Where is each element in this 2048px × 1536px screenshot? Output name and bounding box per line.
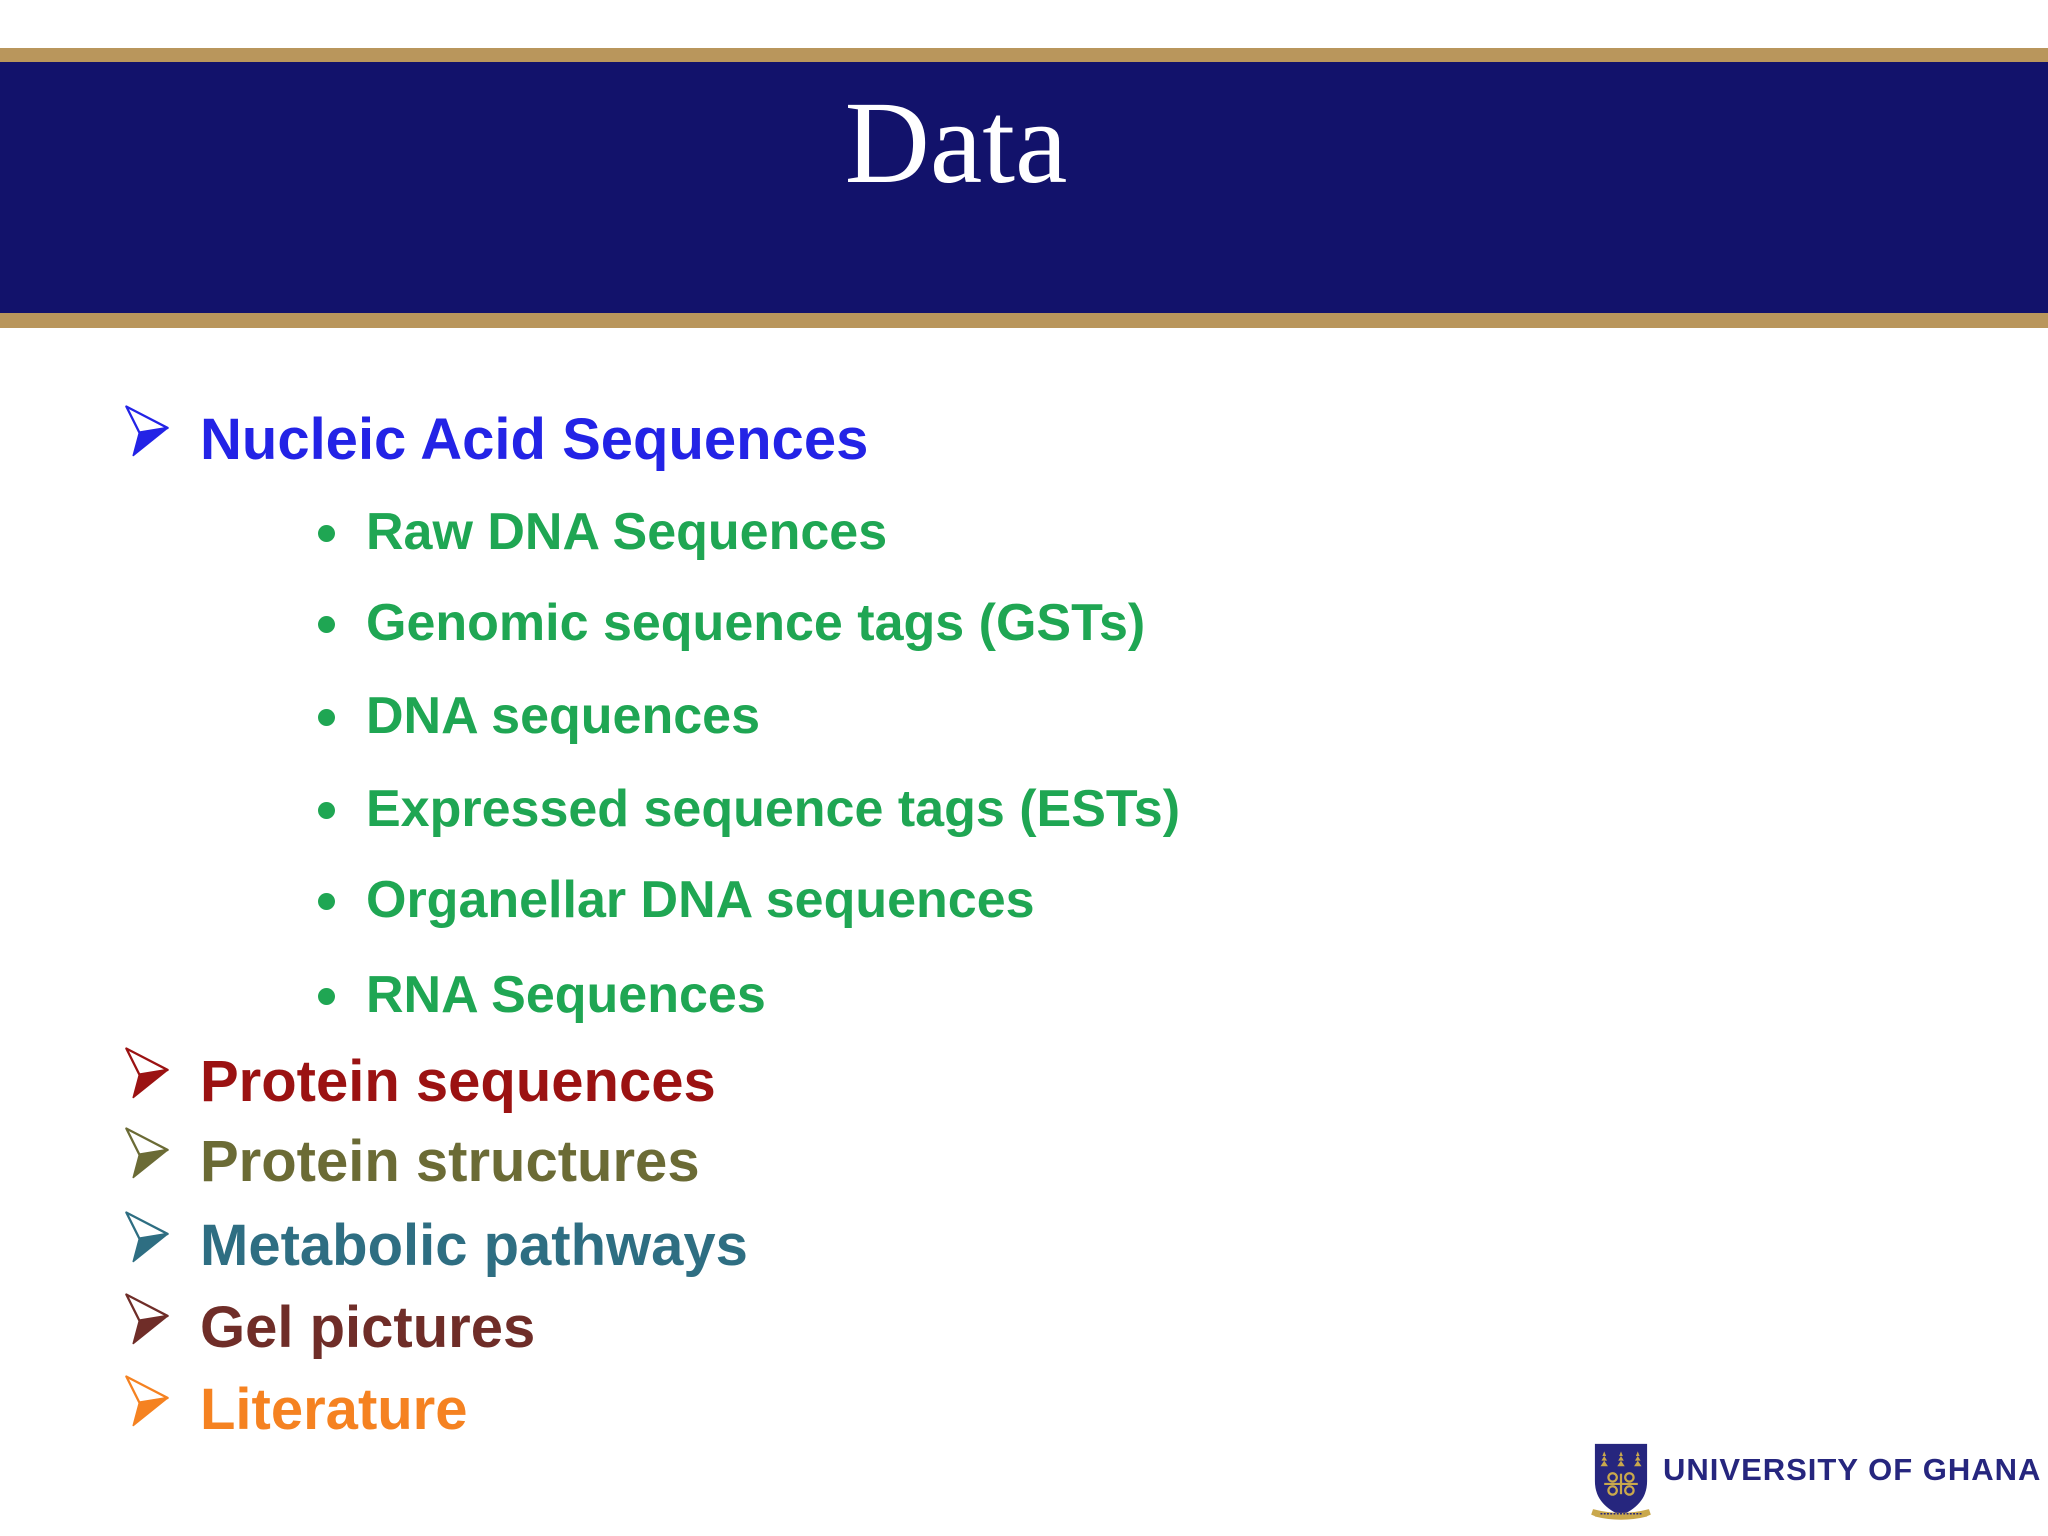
list-item: Protein sequences (0, 1037, 2048, 1127)
arrow-bullet-icon (125, 1293, 169, 1345)
slide-title: Data (844, 77, 1068, 208)
university-shield-icon (1591, 1443, 1651, 1520)
list-item: DNA sequences (0, 671, 2048, 761)
arrow-bullet-icon (125, 1211, 169, 1263)
list-item: Nucleic Acid Sequences (0, 395, 2048, 485)
list-item-label: Metabolic pathways (200, 1213, 748, 1278)
list-item: Protein structures (0, 1117, 2048, 1207)
dot-bullet-icon (318, 616, 335, 633)
list-item: Genomic sequence tags (GSTs) (0, 578, 2048, 668)
university-of-ghana-logo: UNIVERSITY OF GHANA (1585, 1440, 2040, 1526)
list-item-label: Nucleic Acid Sequences (200, 407, 869, 472)
list-item-label: Gel pictures (200, 1295, 536, 1360)
dot-bullet-icon (318, 802, 335, 819)
list-item-label: Expressed sequence tags (ESTs) (366, 780, 1181, 838)
list-item: Raw DNA Sequences (0, 487, 2048, 577)
list-item: Metabolic pathways (0, 1201, 2048, 1291)
list-item-label: Protein structures (200, 1129, 700, 1194)
list-item: RNA Sequences (0, 950, 2048, 1040)
list-item: Gel pictures (0, 1283, 2048, 1373)
list-item-label: RNA Sequences (366, 966, 766, 1024)
list-item-label: Protein sequences (200, 1049, 716, 1114)
university-name: UNIVERSITY OF GHANA (1663, 1452, 2042, 1487)
dot-bullet-icon (318, 709, 335, 726)
arrow-bullet-icon (125, 1375, 169, 1427)
list-item: Literature (0, 1365, 2048, 1455)
arrow-bullet-icon (125, 1127, 169, 1179)
list-item: Organellar DNA sequences (0, 855, 2048, 945)
list-item-label: Genomic sequence tags (GSTs) (366, 594, 1146, 652)
list-item: Expressed sequence tags (ESTs) (0, 764, 2048, 854)
dot-bullet-icon (318, 893, 335, 910)
arrow-bullet-icon (125, 1047, 169, 1099)
header-gold-rule-top (0, 48, 2048, 62)
dot-bullet-icon (318, 988, 335, 1005)
list-item-label: Raw DNA Sequences (366, 503, 888, 561)
arrow-bullet-icon (125, 405, 169, 457)
list-item-label: DNA sequences (366, 687, 760, 745)
list-item-label: Literature (200, 1377, 468, 1442)
list-item-label: Organellar DNA sequences (366, 871, 1035, 929)
title-band (0, 62, 2048, 313)
dot-bullet-icon (318, 525, 335, 542)
header-gold-rule-bottom (0, 313, 2048, 328)
